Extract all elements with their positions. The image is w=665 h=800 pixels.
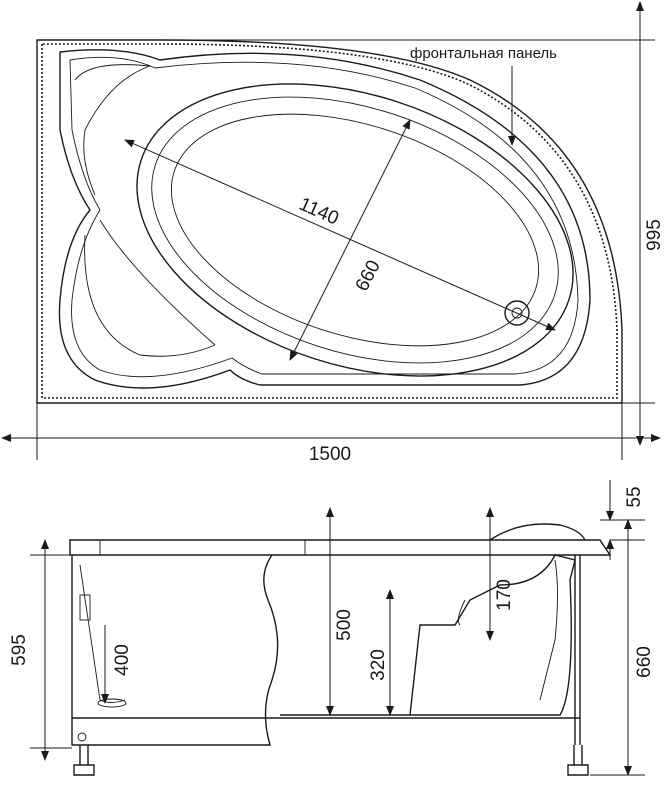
seat-contour — [84, 219, 216, 357]
tub-rim — [58, 49, 591, 389]
side-view: 500 170 320 400 595 55 660 — [9, 480, 655, 776]
front-panel-profile — [71, 554, 279, 746]
dim-170-label: 170 — [494, 579, 515, 611]
dim-55-label: 55 — [624, 486, 645, 507]
dim-500-label: 500 — [334, 609, 355, 641]
leg-left — [73, 745, 95, 776]
foot-bolt — [77, 732, 87, 742]
dim-1140-label: 1140 — [296, 194, 342, 230]
panel-cutaway — [79, 564, 126, 703]
basin-profile-inner — [457, 559, 558, 701]
rim-inner — [69, 56, 579, 378]
headrest-profile — [489, 523, 586, 541]
dim-line-1140 — [124, 139, 556, 331]
rim-profile — [69, 539, 612, 556]
dim-660-label: 660 — [352, 257, 385, 295]
dim-995-label: 995 — [644, 219, 665, 251]
dim-1500-label: 1500 — [309, 444, 351, 465]
front-panel-label: фронтальная панель — [410, 45, 557, 62]
tub-outline — [36, 39, 623, 404]
dim-595-label: 595 — [9, 634, 30, 666]
dim-400-label: 400 — [112, 644, 133, 676]
leg-right — [567, 745, 589, 776]
frame-post — [574, 555, 581, 745]
top-view: 1140 660 фронтальная панель 995 1500 — [1, 1, 665, 465]
dim-line-660 — [289, 119, 411, 361]
basin-profile — [280, 554, 576, 716]
headrest-contour — [74, 64, 151, 196]
overflow-icon — [79, 594, 91, 621]
dim-660-side-label: 660 — [634, 646, 655, 678]
rim-segments — [99, 540, 306, 555]
drain-side — [97, 698, 127, 708]
front-panel-edge — [41, 43, 618, 399]
dim-320-label: 320 — [368, 649, 389, 681]
